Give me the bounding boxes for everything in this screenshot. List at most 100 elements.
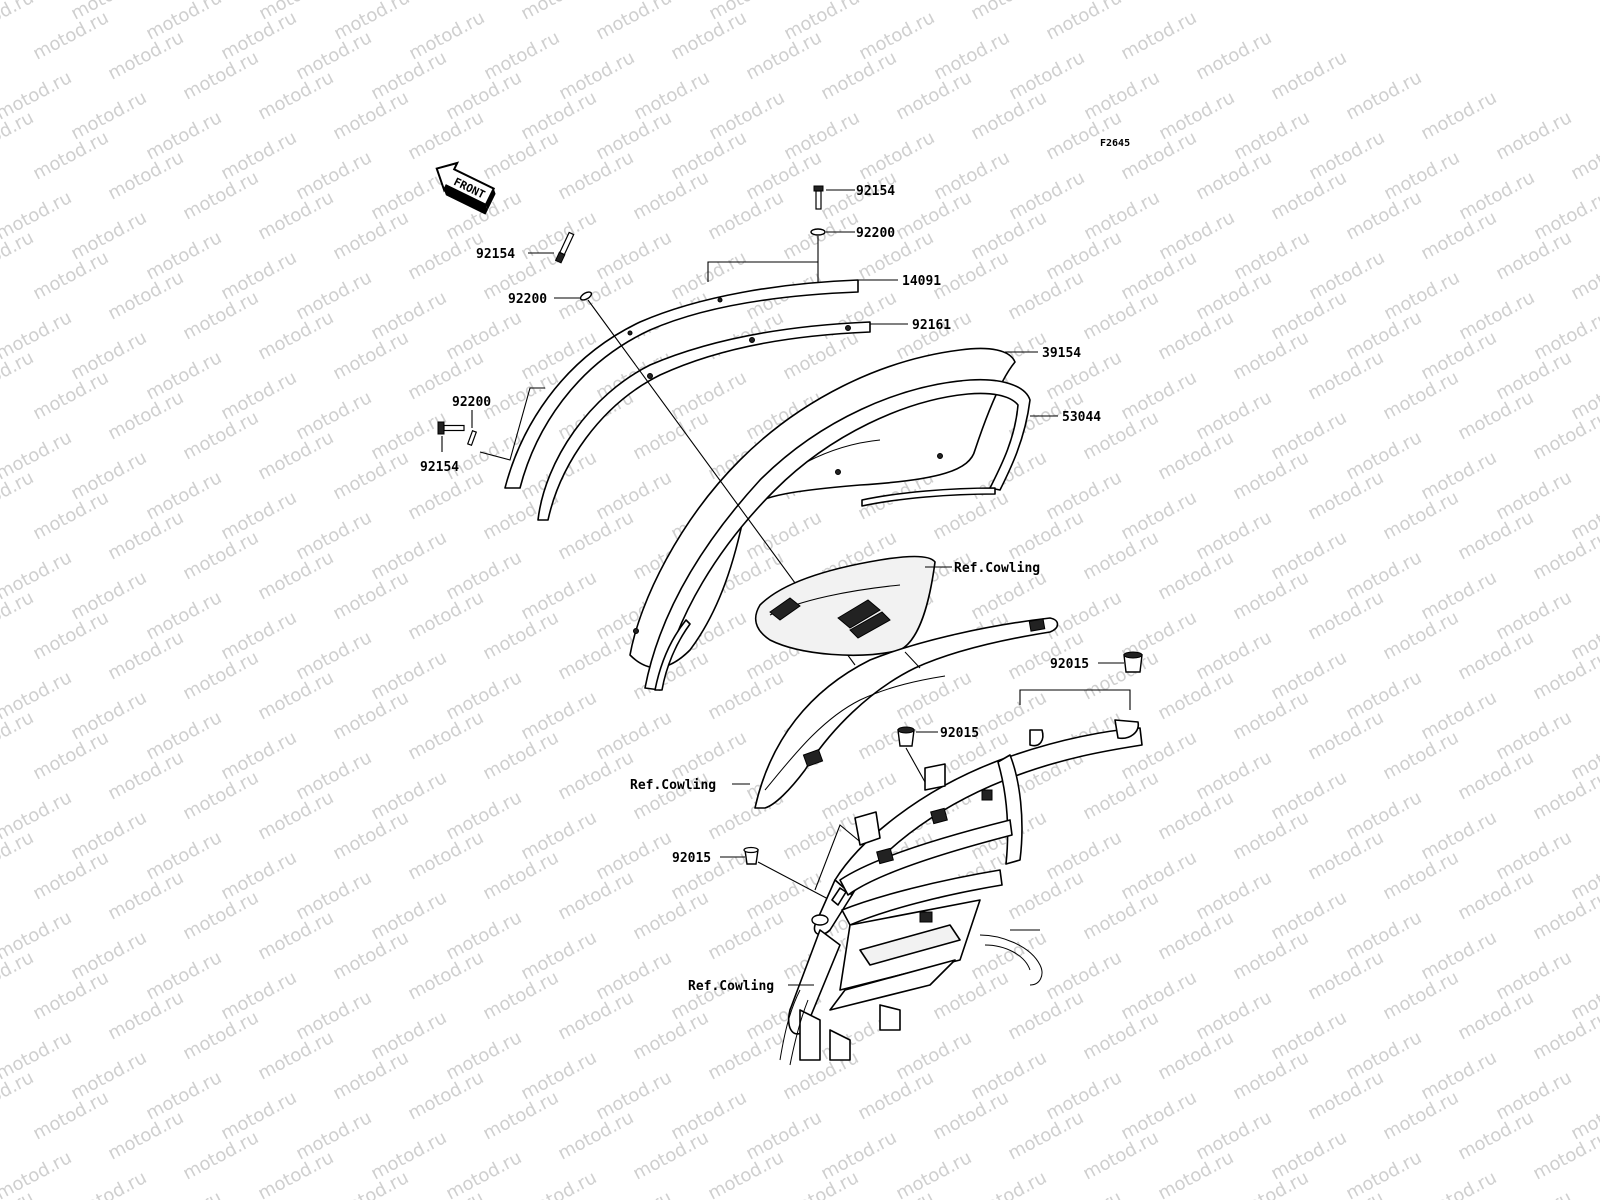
watermark-text: motod.ru bbox=[479, 1087, 562, 1144]
watermark-text: motod.ru bbox=[0, 0, 37, 44]
watermark-text: motod.ru bbox=[1229, 567, 1312, 624]
windshield-39154 bbox=[629, 347, 1016, 669]
watermark-text: motod.ru bbox=[554, 627, 637, 684]
watermark-text: motod.ru bbox=[1229, 807, 1312, 864]
watermark-text: motod.ru bbox=[0, 1147, 75, 1200]
watermark-text: motod.ru bbox=[367, 167, 450, 224]
strip-92161 bbox=[537, 321, 871, 521]
watermark-text: motod.ru bbox=[217, 367, 300, 424]
watermark-text: motod.ru bbox=[292, 387, 375, 444]
watermark-text: motod.ru bbox=[329, 567, 412, 624]
watermark-text: motod.ru bbox=[1567, 247, 1600, 304]
watermark-text: motod.ru bbox=[1267, 767, 1350, 824]
watermark-text: motod.ru bbox=[29, 967, 112, 1024]
watermark-text: motod.ru bbox=[1492, 347, 1575, 404]
watermark-text: motod.ru bbox=[667, 367, 750, 424]
watermark-text: motod.ru bbox=[892, 1027, 975, 1084]
watermark-text: motod.ru bbox=[67, 447, 150, 504]
watermark-text: motod.ru bbox=[892, 667, 975, 724]
watermark-text: motod.ru bbox=[667, 1087, 750, 1144]
watermark-text: motod.ru bbox=[142, 107, 225, 164]
watermark-text: motod.ru bbox=[780, 0, 863, 44]
label-92200-left-lower: 92200 bbox=[452, 395, 491, 410]
watermark-text: motod.ru bbox=[1192, 27, 1275, 84]
washer-top-icon bbox=[810, 228, 826, 236]
watermark-text: motod.ru bbox=[104, 747, 187, 804]
watermark-text: motod.ru bbox=[1379, 847, 1462, 904]
watermark-text: motod.ru bbox=[517, 87, 600, 144]
watermark-text: motod.ru bbox=[1229, 327, 1312, 384]
watermark-text: motod.ru bbox=[1380, 267, 1463, 324]
label-92161: 92161 bbox=[912, 318, 951, 333]
watermark-text: motod.ru bbox=[442, 1147, 525, 1200]
watermark-text: motod.ru bbox=[479, 127, 562, 184]
watermark-text: motod.ru bbox=[367, 767, 450, 824]
watermark-text: motod.ru bbox=[1042, 0, 1125, 44]
watermark-text: motod.ru bbox=[104, 147, 187, 204]
watermark-text: motod.ru bbox=[367, 647, 450, 704]
watermark-text: motod.ru bbox=[104, 1107, 187, 1164]
watermark-text: motod.ru bbox=[1117, 7, 1200, 64]
watermark-text: motod.ru bbox=[1079, 887, 1162, 944]
watermark-text: motod.ru bbox=[1304, 1067, 1387, 1124]
watermark-text: motod.ru bbox=[1042, 227, 1125, 284]
watermark-text: motod.ru bbox=[555, 47, 638, 104]
watermark-text: motod.ru bbox=[1417, 1167, 1500, 1200]
watermark-text: motod.ru bbox=[1492, 467, 1575, 524]
watermark-text: motod.ru bbox=[1417, 567, 1500, 624]
watermark-text: motod.ru bbox=[704, 907, 787, 964]
watermark-text: motod.ru bbox=[442, 1027, 525, 1084]
watermark-text: motod.ru bbox=[554, 987, 637, 1044]
watermark-text: motod.ru bbox=[1154, 667, 1237, 724]
watermark-text: motod.ru bbox=[479, 847, 562, 904]
watermark-text: motod.ru bbox=[442, 787, 525, 844]
watermark-text: motod.ru bbox=[554, 267, 637, 324]
watermark-text: motod.ru bbox=[292, 747, 375, 804]
watermark-text: motod.ru bbox=[929, 967, 1012, 1024]
watermark-text: motod.ru bbox=[217, 607, 300, 664]
watermark-text: motod.ru bbox=[967, 1167, 1050, 1200]
watermark-text: motod.ru bbox=[667, 7, 750, 64]
bracket-14091 bbox=[504, 279, 859, 489]
watermark-text: motod.ru bbox=[1454, 627, 1537, 684]
watermark-text: motod.ru bbox=[179, 527, 262, 584]
watermark-text: motod.ru bbox=[1417, 687, 1500, 744]
watermark-text: motod.ru bbox=[892, 67, 975, 124]
label-ref-cowling-upper: Ref.Cowling bbox=[954, 561, 1040, 576]
watermark-text: motod.ru bbox=[1304, 827, 1387, 884]
watermark-text: motod.ru bbox=[1154, 427, 1237, 484]
watermark-text: motod.ru bbox=[480, 27, 563, 84]
watermark-text: motod.ru bbox=[1454, 1107, 1537, 1164]
bolt-left-upper-icon bbox=[554, 231, 575, 264]
watermark-text: motod.ru bbox=[1492, 1067, 1575, 1124]
watermark-text: motod.ru bbox=[1342, 1027, 1425, 1084]
watermark-text: motod.ru bbox=[1304, 587, 1387, 644]
watermark-text: motod.ru bbox=[29, 367, 112, 424]
watermark-text: motod.ru bbox=[1154, 307, 1237, 364]
watermark-text: motod.ru bbox=[629, 1007, 712, 1064]
watermark-text: motod.ru bbox=[104, 987, 187, 1044]
watermark-text: motod.ru bbox=[929, 247, 1012, 304]
watermark-text: motod.ru bbox=[254, 427, 337, 484]
watermark-text: motod.ru bbox=[1267, 407, 1350, 464]
watermark-text: motod.ru bbox=[1342, 907, 1425, 964]
watermark-text: motod.ru bbox=[779, 207, 862, 264]
watermark-text: motod.ru bbox=[967, 207, 1050, 264]
watermark-text: motod.ru bbox=[1454, 507, 1537, 564]
watermark-text: motod.ru bbox=[704, 187, 787, 244]
watermark-text: motod.ru bbox=[629, 767, 712, 824]
watermark-text: motod.ru bbox=[1079, 767, 1162, 824]
label-92200-top: 92200 bbox=[856, 226, 895, 241]
watermark-text: motod.ru bbox=[442, 0, 525, 4]
watermark-text: motod.ru bbox=[1117, 247, 1200, 304]
watermark-text: motod.ru bbox=[892, 0, 975, 4]
watermark-text: motod.ru bbox=[1529, 527, 1600, 584]
watermark-text: motod.ru bbox=[179, 47, 262, 104]
watermark-text: motod.ru bbox=[1342, 787, 1425, 844]
watermark-text: motod.ru bbox=[817, 287, 900, 344]
watermark-text: motod.ru bbox=[1529, 647, 1600, 704]
watermark-text: motod.ru bbox=[1004, 1107, 1087, 1164]
watermark-text: motod.ru bbox=[329, 807, 412, 864]
watermark-text: motod.ru bbox=[329, 327, 412, 384]
